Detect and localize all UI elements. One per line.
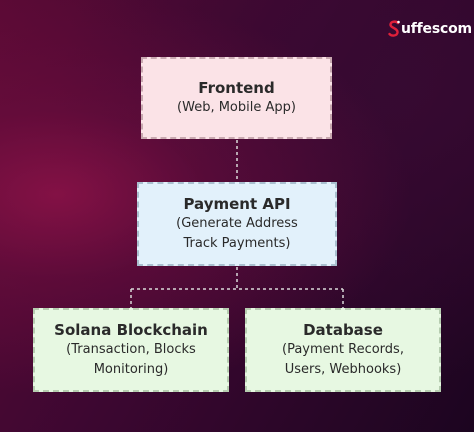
node-frontend-title: Frontend <box>198 79 275 97</box>
node-payment-api-line-1: (Generate Address <box>176 216 298 231</box>
node-payment-api: Payment API (Generate Address Track Paym… <box>137 182 337 266</box>
node-database-line-2: Users, Webhooks) <box>284 362 402 377</box>
node-frontend: Frontend (Web, Mobile App) <box>141 57 332 139</box>
node-solana-line-2: Monitoring) <box>93 362 169 377</box>
node-solana-blockchain: Solana Blockchain (Transaction, Blocks M… <box>33 308 229 392</box>
node-database-title: Database <box>303 321 383 339</box>
node-solana-line-1: (Transaction, Blocks <box>66 342 196 357</box>
brand-logo: uffescom <box>388 20 472 38</box>
node-database-line-1: (Payment Records, <box>282 342 404 357</box>
node-payment-api-line-2: Track Payments) <box>183 236 291 251</box>
node-solana-title: Solana Blockchain <box>54 321 208 339</box>
node-payment-api-title: Payment API <box>183 195 291 213</box>
node-database: Database (Payment Records, Users, Webhoo… <box>245 308 441 392</box>
suffescom-s-icon <box>388 20 400 37</box>
node-frontend-line-1: (Web, Mobile App) <box>177 100 296 115</box>
brand-name: uffescom <box>401 21 472 37</box>
